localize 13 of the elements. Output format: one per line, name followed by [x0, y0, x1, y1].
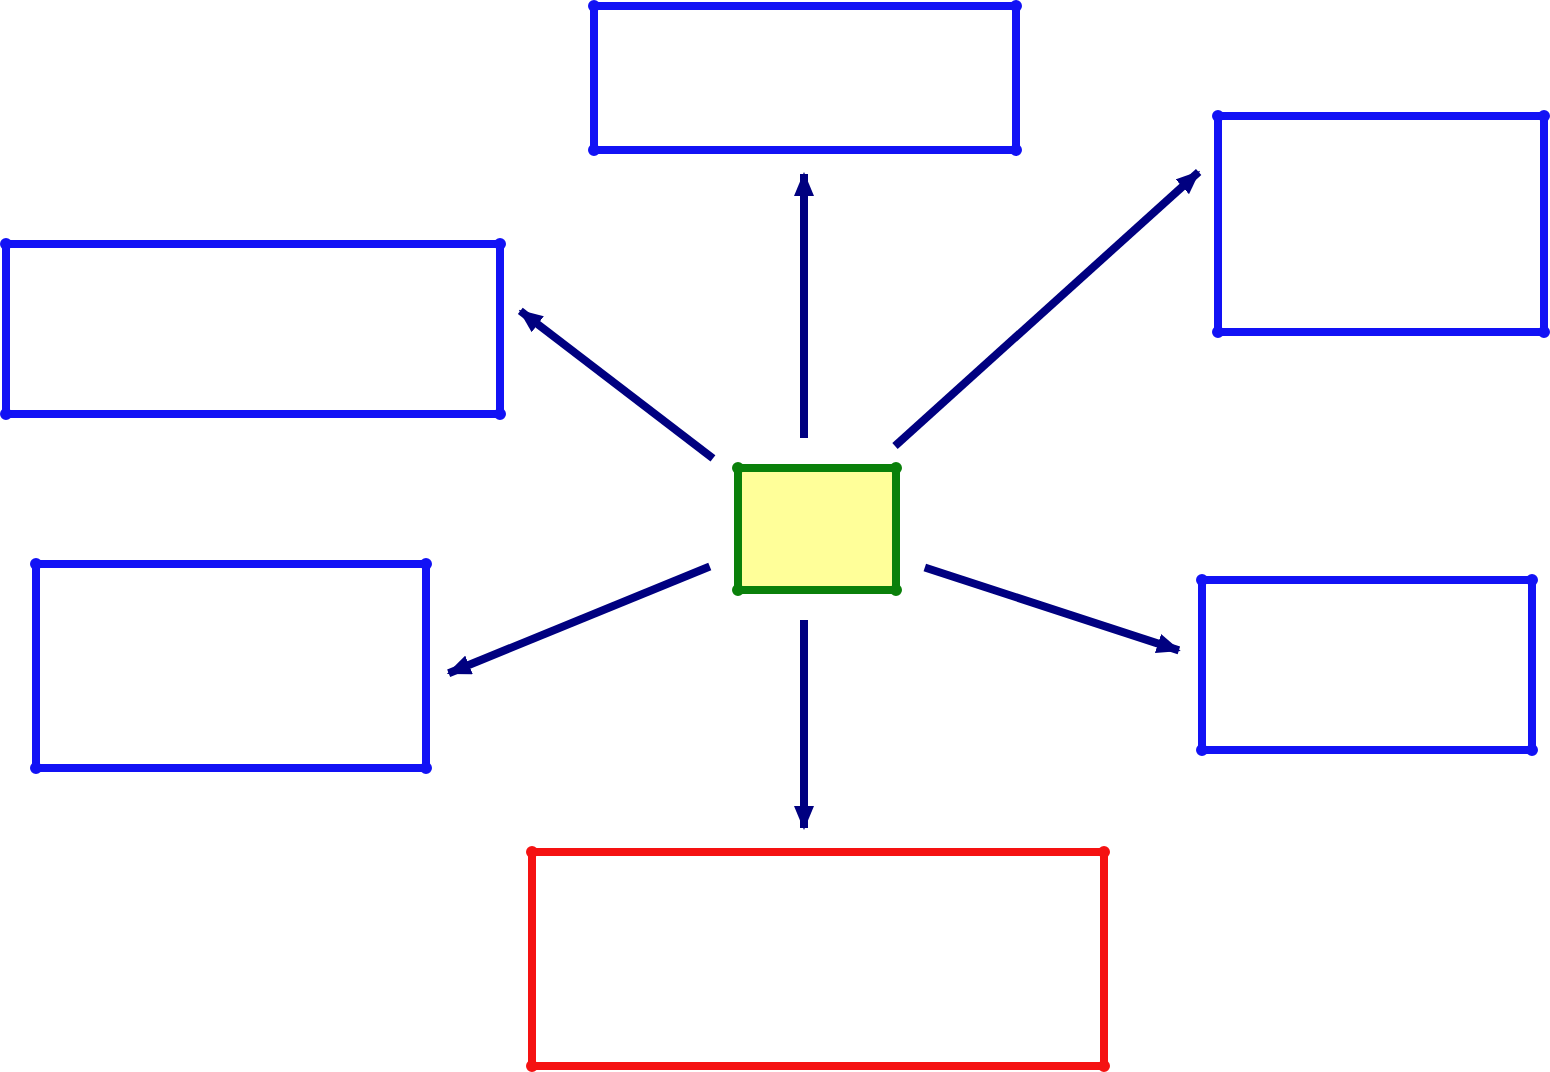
arrow [794, 172, 814, 438]
empty-box [30, 558, 432, 774]
empty-box [1196, 574, 1538, 756]
empty-box [526, 846, 1110, 1072]
arrow [892, 169, 1202, 449]
arrow [923, 563, 1181, 655]
empty-box [1212, 110, 1550, 338]
empty-box [588, 0, 1022, 156]
arrow [794, 620, 814, 830]
arrow [517, 307, 716, 462]
arrow [446, 562, 712, 677]
center-box [732, 462, 902, 596]
empty-box [0, 238, 506, 420]
